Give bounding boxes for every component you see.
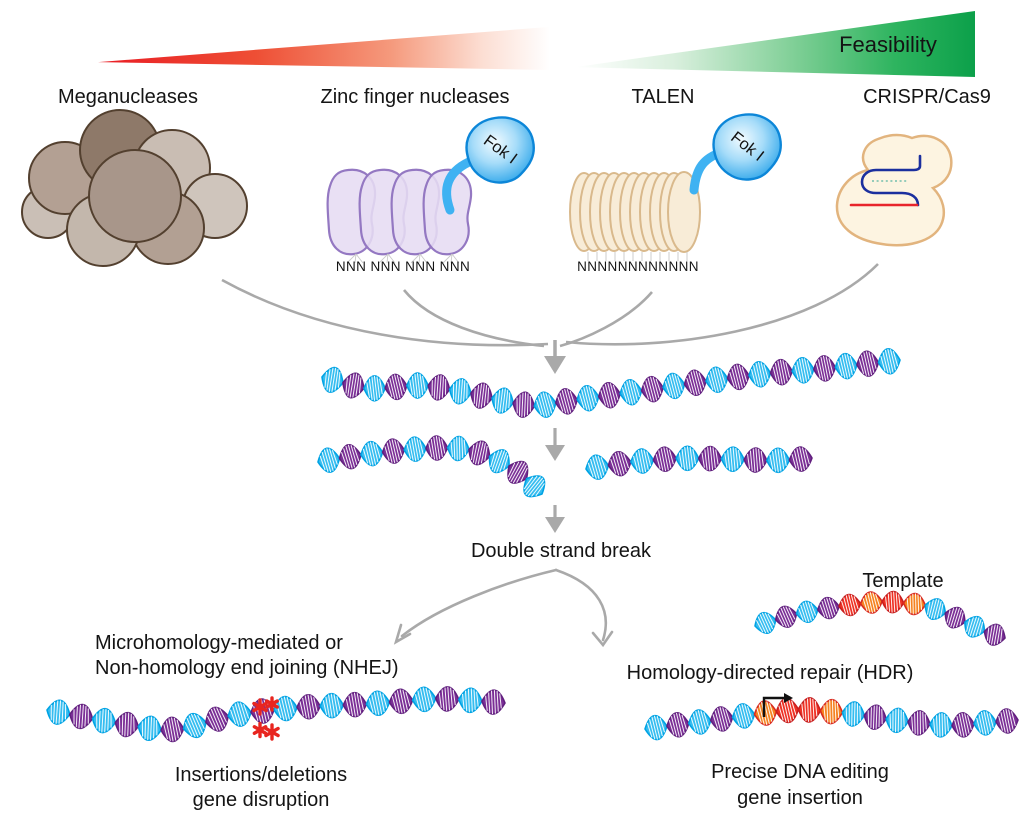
hdr-outcome-line1: Precise DNA editing [711,761,889,783]
label-meganucleases: Meganucleases [57,86,199,108]
talen-dna-label: NNNNNNNNNNNN [577,259,699,274]
nhej-title-line1: Microhomology-mediated or [95,632,343,654]
hdr-outcome-line2: gene insertion [737,787,863,809]
zfn-fok-blob [465,116,535,184]
convergence-arrows [221,263,879,374]
meganuclease-illustration [21,109,248,267]
zinc-finger-illustration [326,116,535,264]
down-arrow-1 [545,428,565,461]
talen-illustration [569,113,782,261]
zfn-dna-label: NNN NNN NNN NNN [335,259,471,274]
nhej-outcome-line2: gene disruption [192,789,330,811]
hdr-title: Homology-directed repair (HDR) [626,662,914,684]
label-zinc-finger-nucleases: Zinc finger nucleases [320,86,510,108]
dna-broken-left [317,435,546,498]
dna-hdr-repaired [644,697,1019,741]
dna-template [754,590,1006,646]
dna-intact [321,348,901,418]
dna-nhej-repaired [46,686,506,743]
cas9-blob [835,133,953,247]
promoter-arrow [762,693,793,717]
nhej-outcome-line1: Insertions/deletions [174,764,348,786]
double-strand-break-label: Double strand break [470,540,652,562]
talen-fok-blob [712,113,782,181]
dna-broken-right [585,445,813,480]
down-arrow-2 [545,505,565,533]
template-label: Template [862,570,944,592]
label-crispr-cas9: CRISPR/Cas9 [863,86,991,108]
label-talen: TALEN [631,86,695,108]
crispr-illustration [835,133,953,247]
branch-arrows [393,568,614,648]
feasibility-label: Feasibility [839,32,937,57]
nhej-title-line2: Non-homology end joining (NHEJ) [95,657,399,679]
guide-rna [860,154,922,207]
zfn-fok-stem [442,157,474,215]
indel-asterisks [252,696,280,741]
